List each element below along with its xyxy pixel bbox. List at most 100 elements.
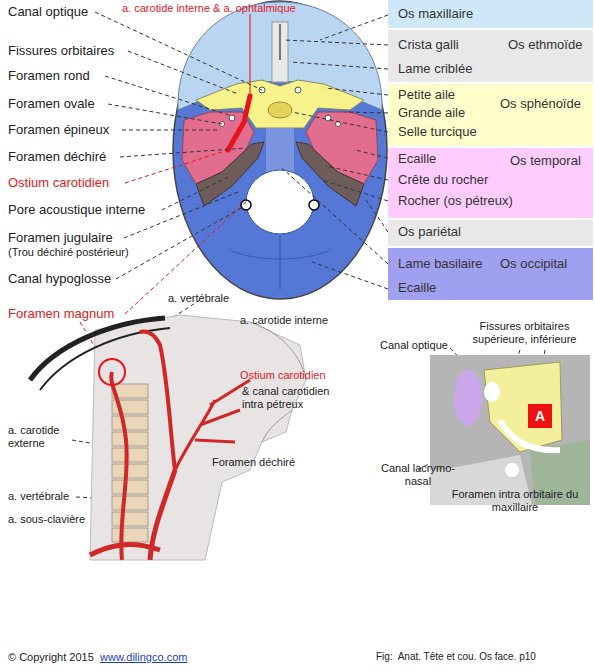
bone-group-box: Os pariétal (388, 220, 593, 246)
anatomy-label: Pore acoustique interne (8, 202, 145, 218)
skull-base-top-view-part (309, 200, 319, 210)
callout-box: A (528, 404, 552, 428)
neck-illustration-part (99, 359, 125, 385)
leader-line-part (325, 88, 388, 95)
bone-name: Os ethmoïde (508, 37, 582, 53)
callout-letter: A (528, 404, 552, 428)
anatomy-label: Fissures orbitaires (8, 43, 114, 59)
leader-line-part (122, 130, 218, 131)
leader-line-part (290, 62, 388, 69)
anatomy-label: Ostium carotidien (240, 369, 326, 382)
skull-base-top-view-part (272, 22, 288, 82)
neck-illustration-part (90, 315, 306, 560)
leader-line-part (292, 112, 388, 132)
neck-illustration-part (112, 528, 148, 542)
bone-part-name: Lame criblée (398, 61, 472, 77)
leader-line-part (105, 76, 232, 116)
anatomy-label: Foramen épineux (8, 122, 109, 138)
skull-base-top-view-part (295, 87, 301, 93)
anatomy-label: a. vertébrale (8, 490, 69, 503)
bone-part-name: Selle turcique (398, 124, 477, 140)
anatomy-label: Canal hypoglosse (8, 271, 111, 287)
anatomy-label: Foramen magnum (8, 306, 114, 322)
bone-part-name: Lame basilaire (398, 256, 483, 272)
anatomy-label: Foramen ovale (8, 96, 95, 112)
leader-line-part (162, 176, 230, 210)
orbit-inset-part (430, 355, 590, 505)
orbit-inset-part (505, 463, 519, 477)
bone-part-name: Os pariétal (398, 224, 461, 240)
skull-base-top-view-part (279, 24, 281, 60)
anatomy-label: Fissures orbitaires supérieure, inférieu… (462, 320, 587, 346)
figure-caption: Fig: Anat. Tête et cou. Os face. p10 (376, 651, 536, 663)
orbit-inset-part (454, 370, 482, 426)
carotid-artery-mark (228, 14, 250, 150)
bone-name: Os temporal (510, 153, 581, 169)
bone-part-name: Grande aile (398, 105, 465, 121)
leader-line-part (345, 112, 388, 113)
leader-line-part (312, 262, 388, 289)
neck-illustration-part (112, 448, 148, 462)
bone-part-name: Rocher (os pétreux) (398, 193, 513, 209)
anatomy-label: Canal optique (380, 339, 448, 352)
skull-base-top-view-part (268, 102, 292, 118)
bone-part-name: Petite aile (398, 87, 455, 103)
leader-line-part (282, 168, 388, 264)
skull-base-top-view-part (173, 1, 387, 299)
neck-illustration-part (111, 372, 127, 560)
anatomy-label: & canal carotidien intra pétreux (242, 385, 347, 411)
anatomy-label: a. carotide externe (8, 424, 83, 450)
neck-illustration-part (112, 464, 148, 478)
leader-line-part (320, 15, 388, 40)
neck-illustration-part (30, 318, 165, 380)
bone-part-name: Os maxillaire (398, 6, 473, 22)
bone-group-box: Os temporalEcailleCrête du rocherRocher … (388, 148, 593, 218)
neck-illustration-part (250, 322, 306, 442)
bone-name: Os sphénoïde (500, 96, 581, 112)
leader-line-part (120, 148, 246, 157)
orbit-inset (430, 355, 590, 505)
anatomy-label: a. sous-clavière (8, 513, 85, 526)
leader-line-part (326, 166, 388, 180)
leader-line-part (366, 200, 388, 232)
anatomy-label: a. carotide interne (240, 314, 328, 327)
bone-name: Os occipital (500, 256, 567, 272)
anatomy-label: Foramen déchiré (8, 149, 106, 165)
red-leader-line-part (125, 200, 248, 314)
leader-line-part (95, 12, 262, 90)
anatomy-label: a. carotide interne & a. ophtalmique (122, 2, 296, 15)
leader-line-part (116, 207, 243, 279)
anatomy-label: Ostium carotidien (8, 175, 109, 191)
anatomy-label: Foramen rond (8, 68, 90, 84)
bone-group-box: Os maxillaire (388, 0, 593, 28)
anatomy-label: Foramen jugulaire (8, 230, 113, 246)
neck-illustration-part (112, 512, 148, 526)
anatomy-label: (Trou déchiré postérieur) (8, 246, 129, 259)
carotid-artery-mark-part (250, 14, 251, 94)
leader-line-part (284, 40, 388, 45)
anatomy-label: Canal optique (8, 4, 88, 20)
bone-group-box: Os sphénoïde Petite aileGrande aileSelle … (388, 84, 593, 146)
bone-part-name: Crête du rocher (398, 172, 488, 188)
copyright-note: www.dilingco.com (100, 651, 187, 664)
neck-illustration-part (40, 328, 170, 390)
orbit-inset-part (484, 382, 500, 402)
red-leader-line-part (125, 150, 228, 183)
carotid-artery-mark-part (228, 96, 250, 150)
bone-part-name: Crista galli (398, 37, 459, 53)
bone-group-box: Os occipitalLame basilaireEcaille (388, 248, 593, 300)
anatomy-label: a. vertébrale (168, 292, 229, 305)
bone-group-box: Os ethmoïde Crista galliLame criblée (388, 30, 593, 82)
neck-illustration-part (140, 332, 175, 470)
leader-line-part (108, 104, 222, 124)
skull-base-top-view-part (266, 128, 294, 172)
neck-illustration-part (112, 480, 148, 494)
leader-line-part (128, 51, 238, 94)
neck-illustration-part (112, 496, 148, 510)
anatomy-label: Foramen intra orbitaire du maxillaire (440, 488, 590, 514)
skull-base-top-view (173, 1, 387, 299)
neck-illustration-part (112, 416, 148, 430)
skull-base-top-view-part (241, 200, 251, 210)
orbit-inset-part (484, 362, 562, 452)
anatomy-label: Canal lacrymo-nasal (378, 462, 458, 488)
